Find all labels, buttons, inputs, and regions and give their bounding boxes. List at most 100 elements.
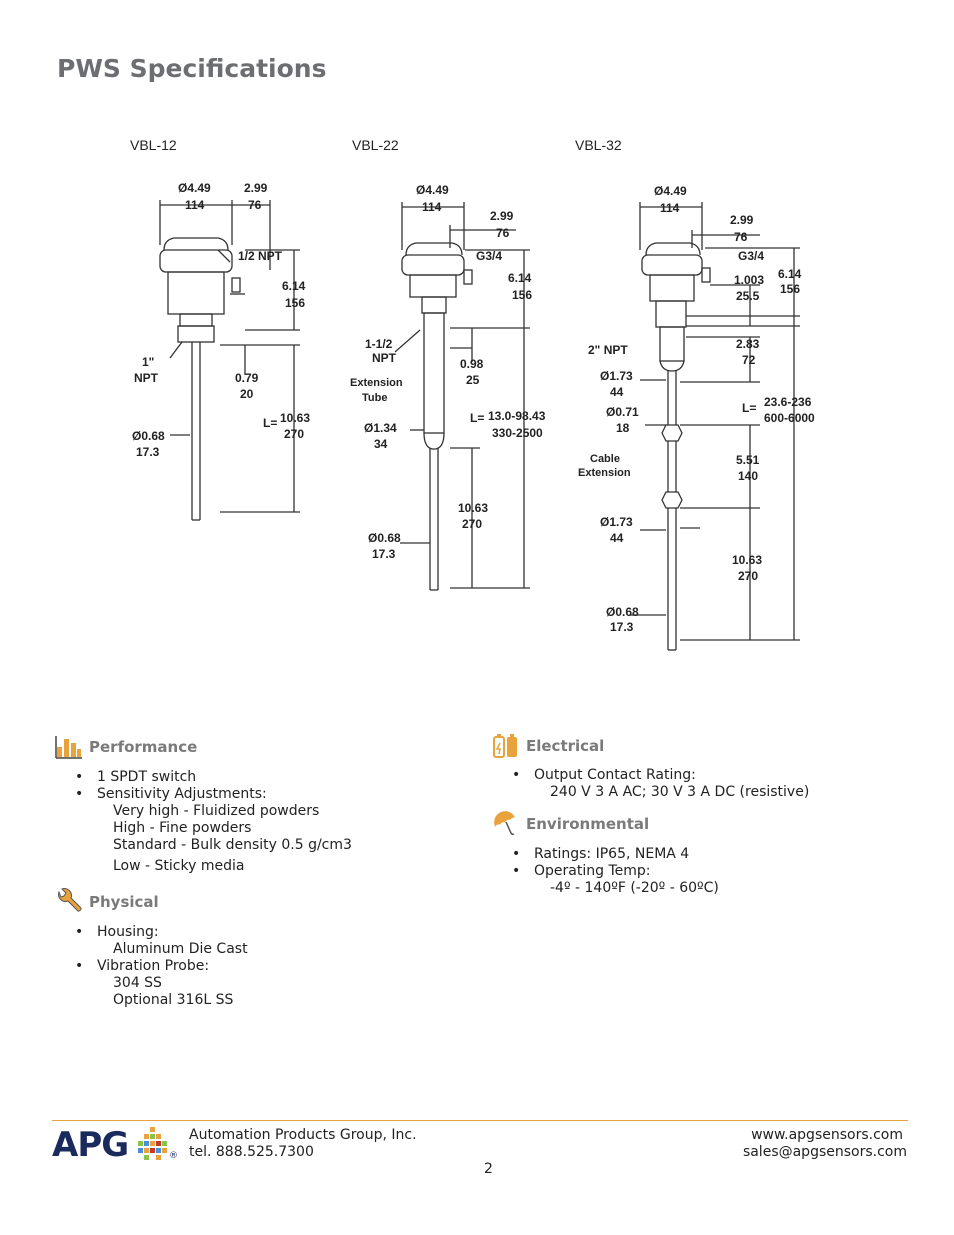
svg-text:270: 270 bbox=[738, 569, 758, 583]
list-item: 1 SPDT switch bbox=[75, 769, 455, 786]
svg-text:1/2 NPT: 1/2 NPT bbox=[238, 249, 283, 263]
svg-text:270: 270 bbox=[284, 427, 304, 441]
performance-section: Performance 1 SPDT switch Sensitivity Ad… bbox=[55, 735, 455, 875]
svg-text:Ø4.49: Ø4.49 bbox=[416, 183, 449, 197]
list-item: Sensitivity Adjustments: bbox=[75, 786, 455, 803]
svg-text:NPT: NPT bbox=[134, 371, 159, 385]
svg-text:G3/4: G3/4 bbox=[738, 249, 764, 263]
svg-text:114: 114 bbox=[660, 201, 680, 215]
list-item: Ratings: IP65, NEMA 4 bbox=[512, 846, 892, 863]
model-label-vbl32: VBL-32 bbox=[575, 137, 622, 153]
svg-text:Ø0.71: Ø0.71 bbox=[606, 405, 639, 419]
svg-text:L=: L= bbox=[470, 411, 484, 425]
list-sub-item: -4º - 140ºF (-20º - 60ºC) bbox=[550, 880, 719, 896]
page-title: PWS Specifications bbox=[57, 54, 327, 83]
svg-text:Ø4.49: Ø4.49 bbox=[654, 184, 687, 198]
svg-text:140: 140 bbox=[738, 469, 758, 483]
svg-text:NPT: NPT bbox=[372, 351, 397, 365]
svg-text:G3/4: G3/4 bbox=[476, 249, 502, 263]
physical-title: Physical bbox=[89, 893, 159, 911]
svg-text:25.5: 25.5 bbox=[736, 289, 760, 303]
svg-text:2" NPT: 2" NPT bbox=[588, 343, 628, 357]
svg-text:330-2500: 330-2500 bbox=[492, 426, 543, 440]
svg-text:114: 114 bbox=[185, 198, 205, 212]
svg-text:10.63: 10.63 bbox=[280, 411, 310, 425]
list-sub-item: Very high - Fluidized powders bbox=[113, 803, 320, 819]
umbrella-icon bbox=[494, 811, 516, 836]
performance-title: Performance bbox=[89, 738, 198, 756]
svg-text:Ø1.34: Ø1.34 bbox=[364, 421, 397, 435]
model-label-vbl22: VBL-22 bbox=[352, 137, 399, 153]
svg-text:Ø1.73: Ø1.73 bbox=[600, 515, 633, 529]
svg-text:17.3: 17.3 bbox=[372, 547, 396, 561]
footer-email-link[interactable]: sales@apgsensors.com bbox=[742, 1144, 907, 1160]
svg-text:156: 156 bbox=[780, 282, 800, 296]
model-label-vbl12: VBL-12 bbox=[130, 137, 177, 153]
list-sub-item: Optional 316L SS bbox=[113, 992, 234, 1008]
environmental-section: Environmental Ratings: IP65, NEMA 4 Oper… bbox=[492, 810, 892, 897]
svg-text:6.14: 6.14 bbox=[778, 267, 802, 281]
svg-text:Extension: Extension bbox=[350, 377, 403, 389]
svg-text:114: 114 bbox=[422, 200, 442, 214]
electrical-section: Electrical Output Contact Rating: 240 V … bbox=[492, 733, 892, 801]
footer-website-link[interactable]: www.apgsensors.com bbox=[751, 1127, 903, 1143]
svg-text:Extension: Extension bbox=[578, 467, 631, 479]
list-item: Output Contact Rating: bbox=[512, 767, 892, 784]
svg-text:1-1/2: 1-1/2 bbox=[365, 337, 393, 351]
svg-text:76: 76 bbox=[496, 226, 510, 240]
svg-text:76: 76 bbox=[734, 230, 748, 244]
list-item: Housing: bbox=[75, 924, 455, 941]
footer-phone: tel. 888.525.7300 bbox=[189, 1144, 314, 1160]
svg-text:18: 18 bbox=[616, 421, 630, 435]
svg-text:270: 270 bbox=[462, 517, 482, 531]
svg-text:Cable: Cable bbox=[590, 453, 620, 465]
list-sub-item: Standard - Bulk density 0.5 g/cm3 bbox=[113, 837, 352, 853]
svg-text:44: 44 bbox=[610, 531, 624, 545]
svg-text:156: 156 bbox=[512, 288, 532, 302]
footer-company: Automation Products Group, Inc. bbox=[189, 1127, 417, 1143]
svg-text:600-6000: 600-6000 bbox=[764, 411, 815, 425]
svg-text:156: 156 bbox=[285, 296, 305, 310]
wrench-icon bbox=[58, 888, 82, 912]
svg-text:1.003: 1.003 bbox=[734, 273, 764, 287]
svg-text:0.98: 0.98 bbox=[460, 357, 484, 371]
svg-text:17.3: 17.3 bbox=[610, 620, 634, 634]
svg-text:2.99: 2.99 bbox=[244, 181, 268, 195]
svg-text:20: 20 bbox=[240, 387, 254, 401]
svg-text:25: 25 bbox=[466, 373, 480, 387]
list-sub-item: High - Fine powders bbox=[113, 820, 252, 836]
list-sub-item: Aluminum Die Cast bbox=[113, 941, 248, 957]
electrical-title: Electrical bbox=[526, 737, 605, 755]
svg-text:13.0-98.43: 13.0-98.43 bbox=[488, 409, 546, 423]
svg-text:17.3: 17.3 bbox=[136, 445, 160, 459]
svg-text:6.14: 6.14 bbox=[282, 279, 306, 293]
footer-divider bbox=[52, 1120, 908, 1121]
battery-icon bbox=[493, 734, 517, 758]
logo-grid-icon bbox=[138, 1127, 167, 1160]
svg-text:44: 44 bbox=[610, 385, 624, 399]
physical-section: Physical Housing: Aluminum Die Cast Vibr… bbox=[55, 888, 455, 1009]
svg-text:76: 76 bbox=[248, 198, 262, 212]
svg-text:Tube: Tube bbox=[362, 392, 387, 404]
svg-text:72: 72 bbox=[742, 353, 756, 367]
list-item: Operating Temp: bbox=[512, 863, 892, 880]
svg-text:2.99: 2.99 bbox=[490, 209, 514, 223]
svg-text:Ø1.73: Ø1.73 bbox=[600, 369, 633, 383]
svg-text:10.63: 10.63 bbox=[732, 553, 762, 567]
svg-text:Ø0.68: Ø0.68 bbox=[132, 429, 165, 443]
svg-text:0.79: 0.79 bbox=[235, 371, 259, 385]
list-item: Vibration Probe: bbox=[75, 958, 455, 975]
svg-text:Ø4.49: Ø4.49 bbox=[178, 181, 211, 195]
svg-text:2.83: 2.83 bbox=[736, 337, 760, 351]
svg-text:5.51: 5.51 bbox=[736, 453, 760, 467]
list-sub-item: 240 V 3 A AC; 30 V 3 A DC (resistive) bbox=[550, 784, 810, 800]
environmental-title: Environmental bbox=[526, 815, 650, 833]
svg-text:L=: L= bbox=[742, 401, 756, 415]
dimension-drawings: VBL-12 VBL-22 VBL-32 Ø4.49 114 2.99 76 1… bbox=[130, 137, 815, 651]
list-sub-item: Low - Sticky media bbox=[113, 858, 245, 874]
svg-text:6.14: 6.14 bbox=[508, 271, 532, 285]
page-number: 2 bbox=[484, 1161, 493, 1177]
svg-text:34: 34 bbox=[374, 437, 388, 451]
svg-text:2.99: 2.99 bbox=[730, 213, 754, 227]
list-sub-item: 304 SS bbox=[113, 975, 162, 991]
